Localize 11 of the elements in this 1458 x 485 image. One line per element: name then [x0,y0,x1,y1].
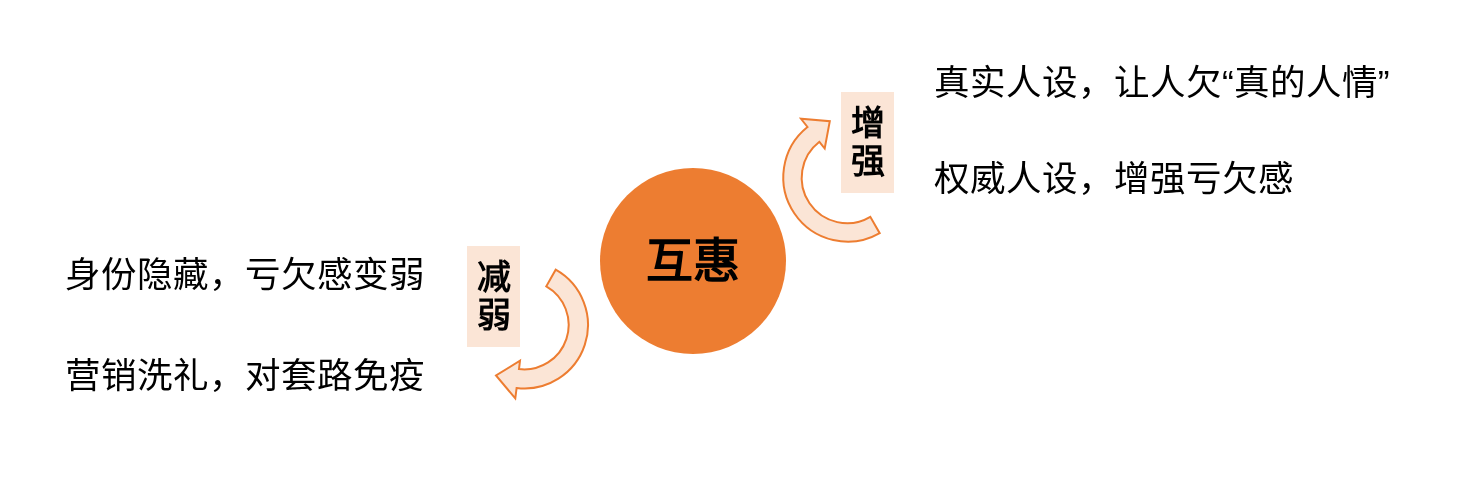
label-tag [841,92,894,193]
note-text: 营销洗礼，对套路免疫 [65,355,425,397]
note-text: 真实人设，让人欠“真的人情” [934,62,1390,104]
tag-label: 减弱 [476,259,511,334]
curved-arrow [495,268,589,400]
curved-arrow [782,117,881,243]
label-tag [467,246,520,347]
circle-label: 互惠 [646,235,740,287]
tag-label: 增强 [850,105,885,180]
note-text: 权威人设，增强亏欠感 [934,158,1294,200]
note-text: 身份隐藏，亏欠感变弱 [65,254,425,296]
